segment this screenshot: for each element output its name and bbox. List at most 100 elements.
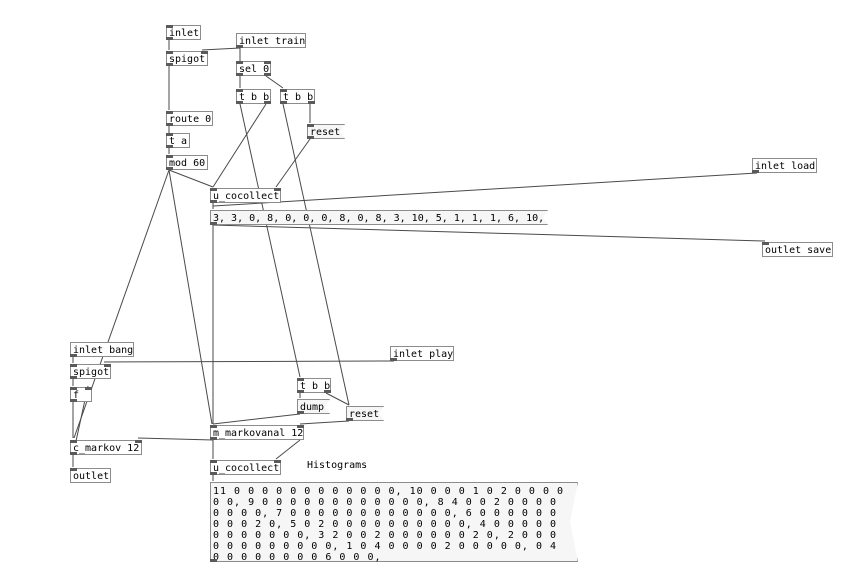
outlet-port [297,390,304,393]
object-label: sel 0 [239,64,270,75]
outlet-port [70,376,77,379]
reset-message-2[interactable]: reset [346,406,384,421]
cord [275,439,301,460]
inlet-port [166,133,173,136]
outlet-save-object[interactable]: outlet save [762,242,833,257]
inlet-port [70,468,77,471]
outlet-port [166,123,173,126]
outlet-port [752,170,759,173]
object-label: spigot [169,54,206,65]
float-object[interactable]: f [70,387,92,402]
cord [212,172,758,207]
c-markov-object[interactable]: c_markov 12 [70,440,142,455]
inlet-port [274,460,281,463]
cord [282,103,350,406]
inlet-port [236,89,243,92]
object-label: u_cocollect [213,191,280,202]
inlet-port [762,242,769,245]
sel-object[interactable]: sel 0 [236,61,271,76]
outlet-port [166,37,173,40]
inlet-play-object[interactable]: inlet play [390,346,454,361]
outlet-object[interactable]: outlet [70,468,111,483]
spigot-object[interactable]: spigot [166,51,208,66]
object-label: inlet load [755,161,816,172]
cord [212,413,301,425]
inlet-port [297,425,304,428]
reset-message[interactable]: reset [307,124,345,139]
outlet-port [308,101,315,104]
object-label: outlet [73,471,110,482]
outlet-port [166,63,173,66]
cord [299,420,350,425]
outlet-port [346,418,353,421]
histogram-message[interactable]: 11 0 0 0 0 0 0 0 0 0 0 0 0, 10 0 0 0 1 0… [210,482,578,562]
outlet-port [264,73,271,76]
object-label: m_markovanal 12 [213,428,304,439]
inlet-port [280,89,287,92]
object-label: outlet save [765,245,832,256]
m-markovanal-object[interactable]: m_markovanal 12 [210,425,304,440]
cord [168,169,214,188]
trigger-anything-object[interactable]: t a [166,133,190,148]
inlet-port [166,25,173,28]
inlet-port [264,61,271,64]
object-label: inlet play [393,349,454,360]
object-label: t b b [283,92,314,103]
cord [275,138,311,188]
outlet-port [210,437,217,440]
object-label: t a [169,136,188,147]
inlet-port [297,378,304,381]
cord [201,47,241,51]
inlet-port [166,51,173,54]
outlet-port [210,222,217,225]
inlet-port [210,188,217,191]
inlet-port [210,460,217,463]
inlet-train-object[interactable]: inlet train [236,33,306,48]
trigger-object-3[interactable]: t b b [297,378,331,393]
inlet-bang-object[interactable]: inlet bang [70,342,134,357]
object-label: inlet train [239,36,306,47]
object-label: inlet bang [73,345,134,356]
outlet-port [166,145,173,148]
inlet-port [166,111,173,114]
outlet-port [70,354,77,357]
outlet-port [70,452,77,455]
inlet-port [166,155,173,158]
outlet-port [307,136,314,139]
cord [212,224,766,242]
outlet-port [236,73,243,76]
outlet-port [236,101,243,104]
outlet-port [280,101,287,104]
outlet-port [324,390,331,393]
histograms-comment: Histograms [307,460,368,471]
outlet-port [390,358,397,361]
message-label: 11 0 0 0 0 0 0 0 0 0 0 0 0, 10 0 0 0 1 0… [213,486,565,563]
outlet-port [166,167,173,170]
cord [103,360,395,363]
object-label: t b b [239,92,270,103]
list-message[interactable]: 3, 3, 0, 8, 0, 0, 0, 8, 0, 8, 3, 10, 5, … [210,210,548,225]
message-label: dump [300,402,325,413]
mod-object[interactable]: mod 60 [166,155,208,170]
outlet-port [210,200,217,203]
u-cocollect-object-2[interactable]: u_cocollect [210,460,281,475]
inlet-port [70,440,77,443]
cord [265,75,284,89]
outlet-port [210,559,217,562]
object-label: u_cocollect [213,463,280,474]
inlet-object[interactable]: inlet [166,25,201,40]
object-label: t b b [300,381,331,392]
object-label: spigot [73,367,110,378]
route-object[interactable]: route 0 [166,111,213,126]
spigot-object-2[interactable]: spigot [70,364,111,379]
outlet-port [236,45,243,48]
cord [239,103,301,378]
outlet-port [264,101,271,104]
outlet-port [297,411,304,414]
trigger-object-2[interactable]: t b b [280,89,315,104]
object-label: f [73,390,80,401]
trigger-object-1[interactable]: t b b [236,89,271,104]
inlet-load-object[interactable]: inlet load [752,158,817,173]
cord [168,169,213,425]
u-cocollect-object-1[interactable]: u_cocollect [210,188,281,203]
